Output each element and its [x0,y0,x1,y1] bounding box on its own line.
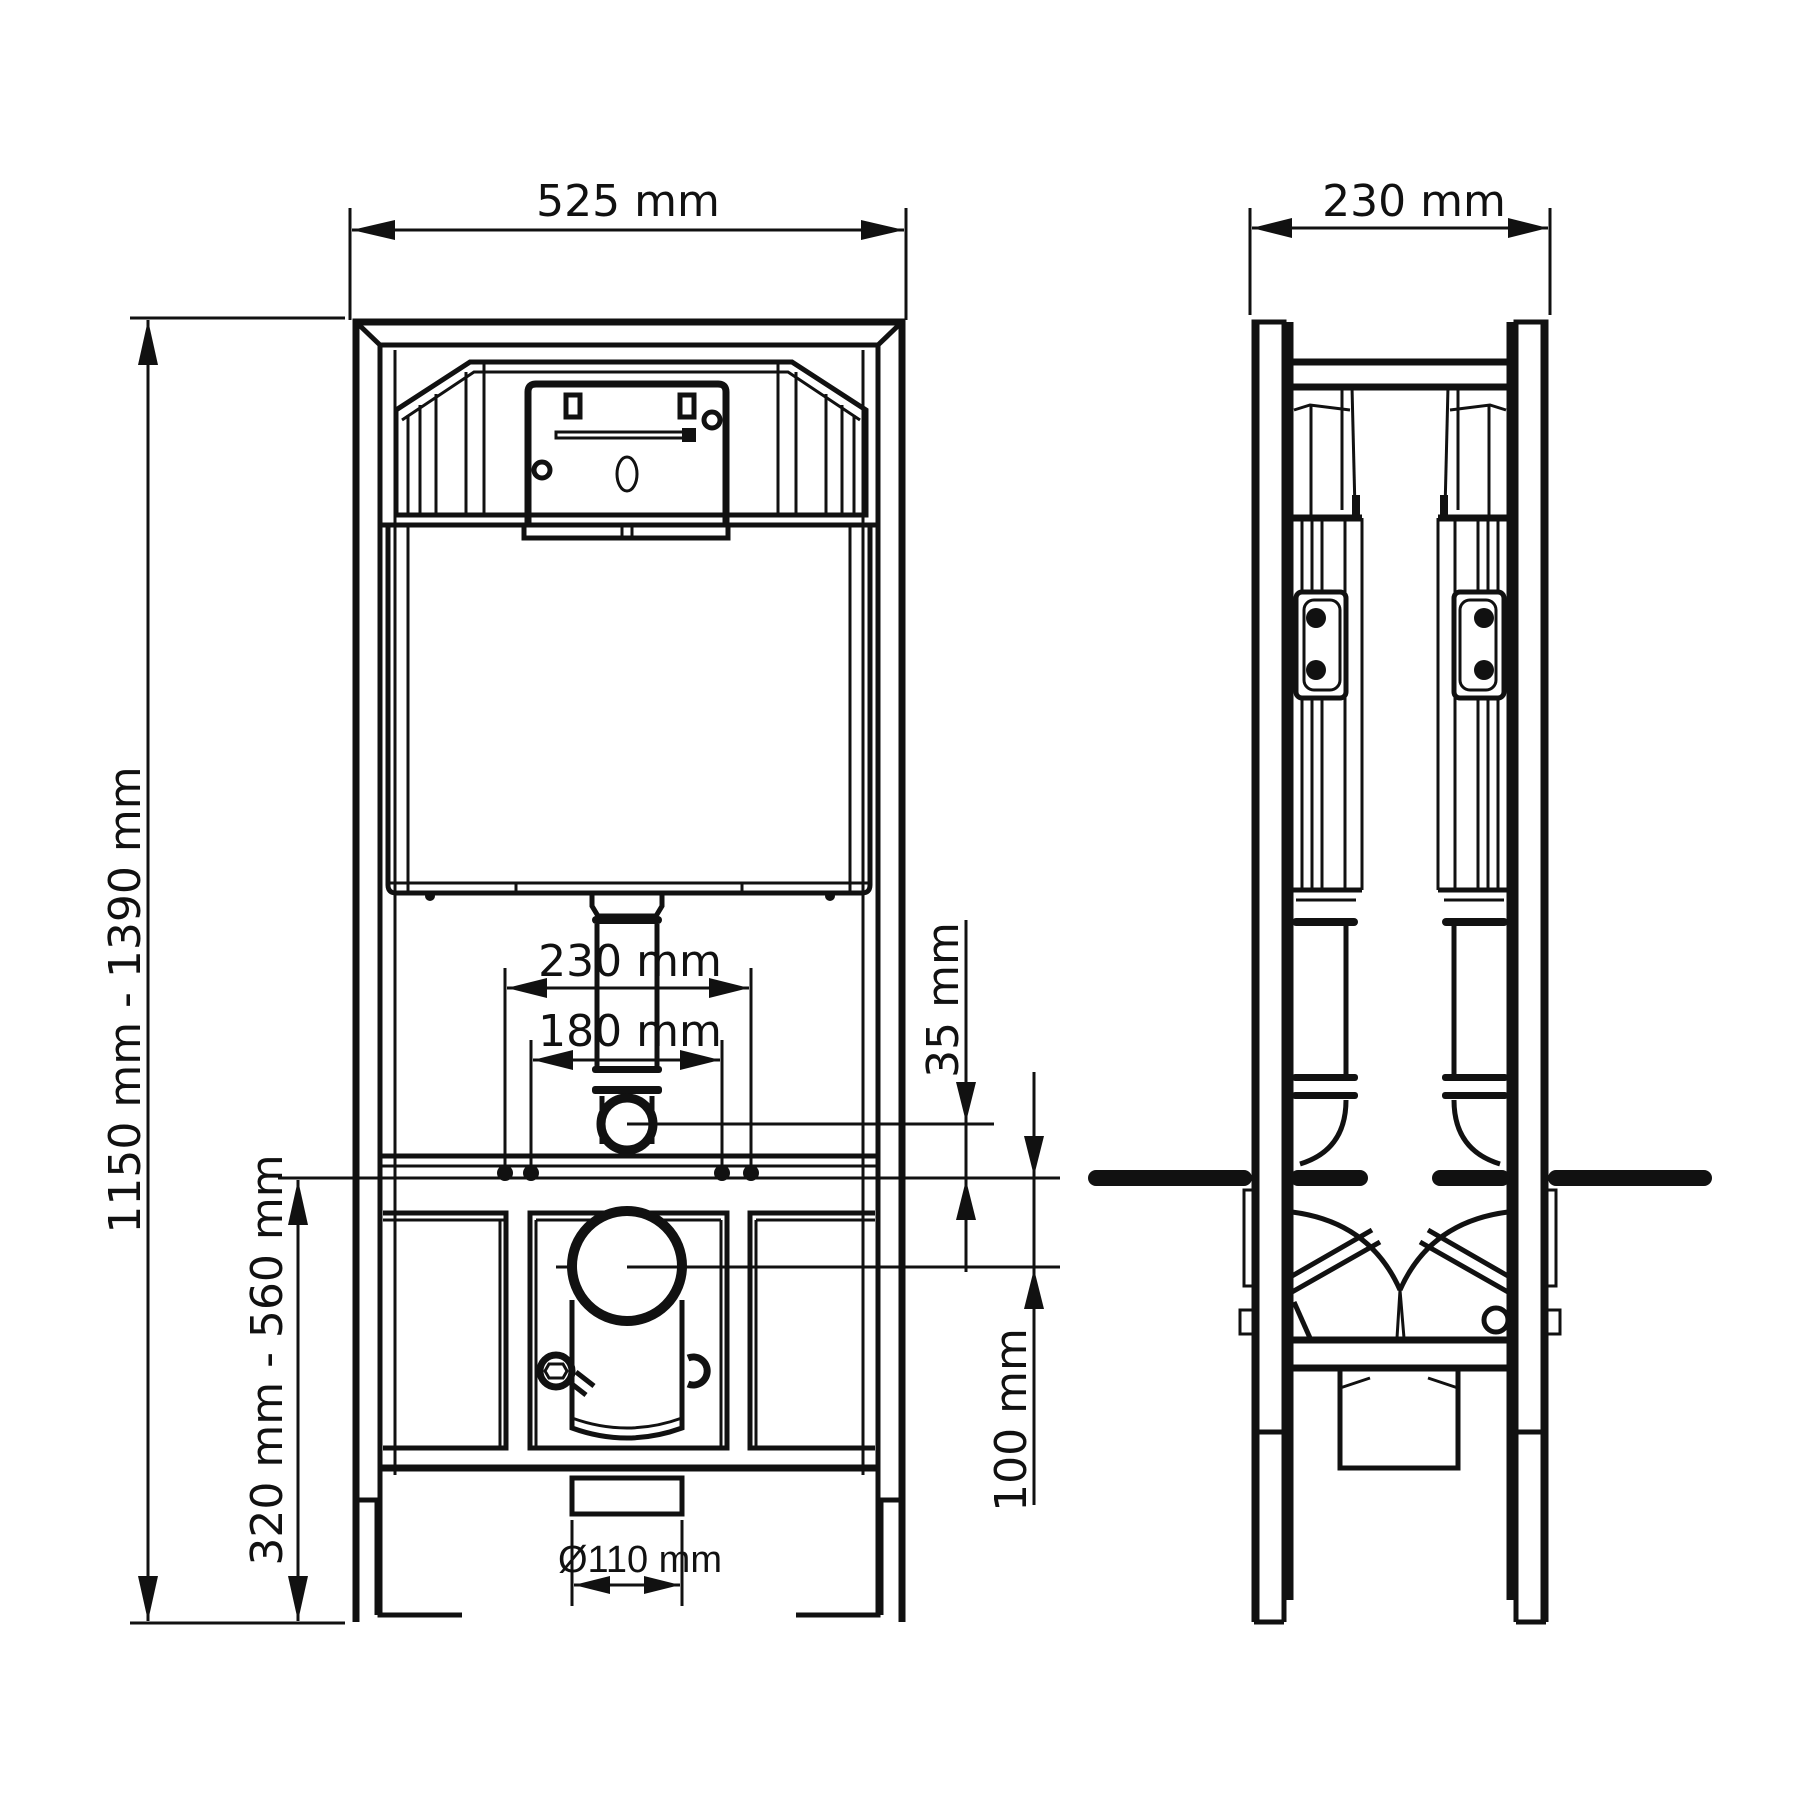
label-depth: 230 mm [1322,176,1506,227]
label-drain-diameter: Ø110 mm [558,1539,722,1581]
dim-drain-offset: 100 mm [986,1072,1044,1512]
drain-bend: Ø110 mm [536,1206,1060,1606]
label-drain-height: 320 mm - 560 mm [242,1154,293,1565]
label-overall-width: 525 mm [536,176,720,227]
dim-depth: 230 mm [1248,176,1552,315]
label-bolt-spacing-outer: 230 mm [538,936,722,987]
side-drain [1254,1370,1546,1471]
cistern-top [393,359,869,541]
side-tank-left [1290,386,1364,1167]
label-overall-height: 1150 mm - 1390 mm [100,766,151,1233]
mounting-bar [380,1153,878,1181]
label-flush-pipe-offset: 35 mm [918,922,969,1078]
side-tank-right [1436,386,1510,1167]
front-view: 525 mm 1150 mm - 1390 mm 320 mm - 560 mm [100,176,1060,1625]
lower-panels [380,1210,878,1472]
dim-flush-pipe-offset: 35 mm [878,920,1060,1272]
dim-overall-width: 525 mm [348,176,908,320]
label-bolt-spacing-inner: 180 mm [538,1006,722,1057]
flush-pipe [589,893,994,1155]
side-uprights [1251,319,1549,1625]
dim-bolt-spacing-outer: 230 mm [503,936,753,1180]
side-floor-line [1088,1170,1712,1186]
cistern-body [380,522,878,901]
side-bowl-supports [1238,1182,1562,1372]
dim-overall-height: 1150 mm - 1390 mm [100,316,345,1625]
dim-bolt-spacing-inner: 180 mm [529,1006,724,1180]
label-drain-offset: 100 mm [986,1328,1037,1512]
dim-drain-height: 320 mm - 560 mm [242,1154,1060,1621]
frame-outer [352,318,906,1622]
side-view: 230 mm [1088,176,1712,1625]
